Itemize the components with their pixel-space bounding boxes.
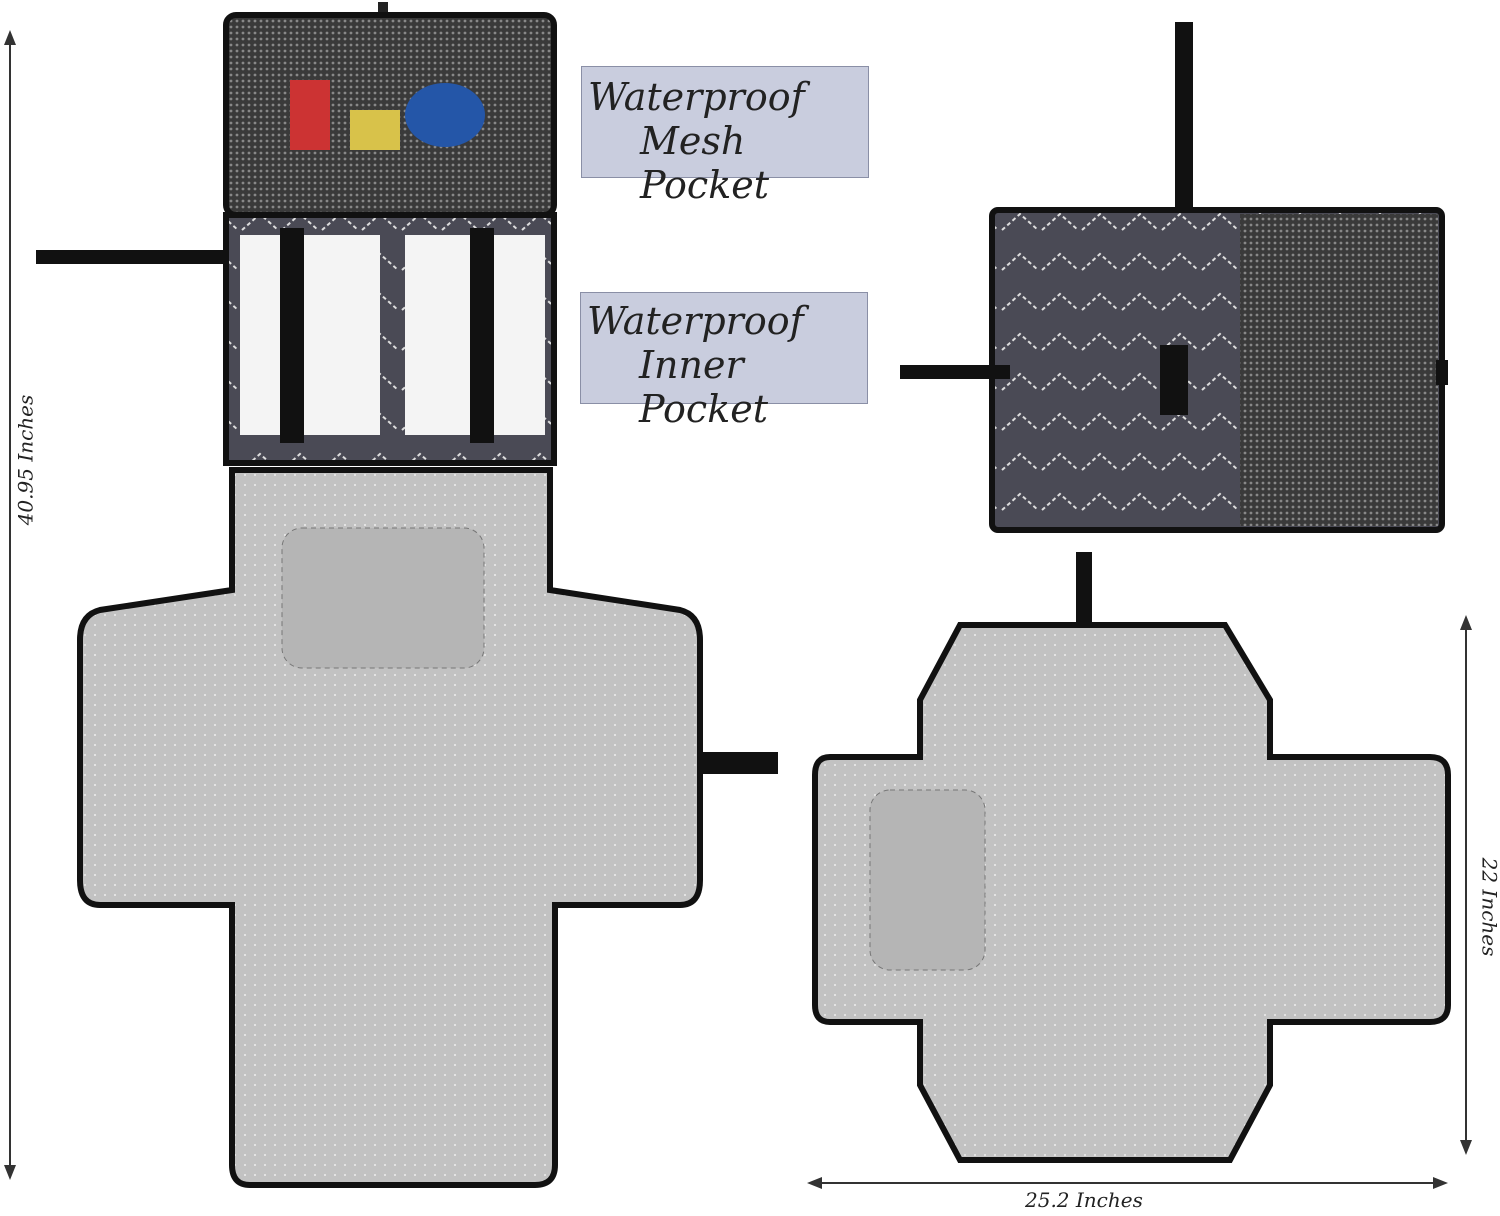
inner-pocket-label: Waterproof Inner Pocket	[580, 292, 868, 431]
length-dimension-label: 40.95 Inches	[13, 394, 38, 526]
label-line: Waterproof	[588, 75, 805, 119]
label-line: Inner Pocket	[639, 343, 768, 431]
height-dimension-arrow	[1460, 615, 1472, 1155]
open-mat-landscape	[812, 552, 1451, 1163]
width-dimension-arrow	[807, 1177, 1448, 1189]
folded-changing-mat	[900, 22, 1448, 533]
length-dimension-arrow	[4, 30, 16, 1180]
width-dimension-label: 25.2 Inches	[1025, 1188, 1143, 1212]
label-line: Waterproof	[587, 299, 804, 343]
label-line: Mesh Pocket	[640, 119, 769, 207]
mesh-pocket-label: Waterproof Mesh Pocket	[581, 66, 869, 207]
height-dimension-label: 22 Inches	[1477, 857, 1500, 957]
open-changing-mat	[36, 2, 778, 1188]
